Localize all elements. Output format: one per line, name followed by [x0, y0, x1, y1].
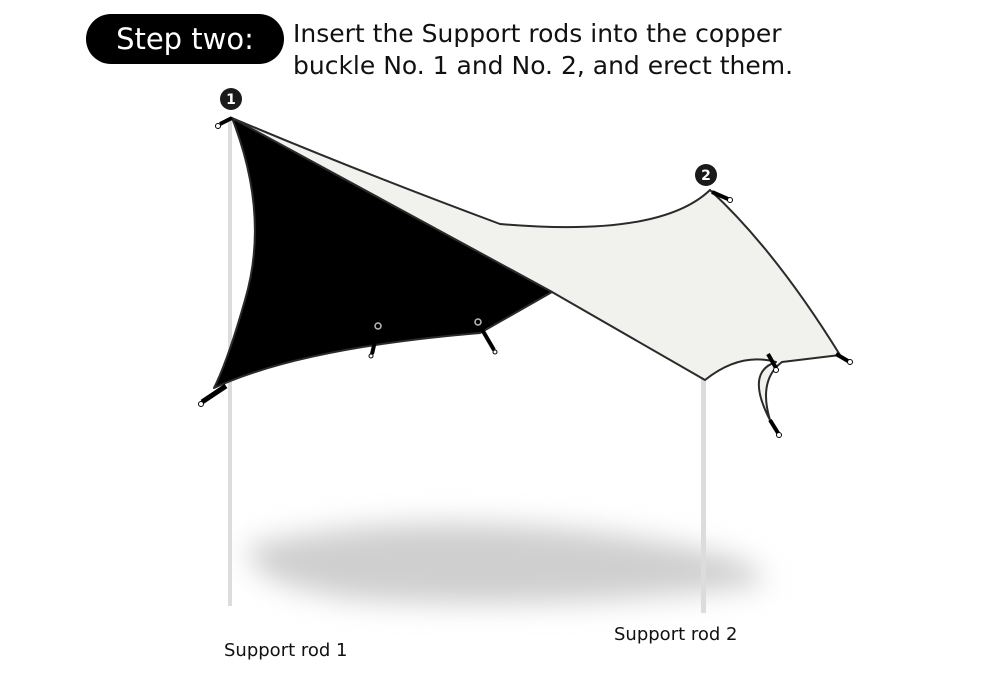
tie-down-strap-icon	[198, 383, 228, 407]
buckle-2-marker-icon: 2	[695, 164, 717, 186]
instruction-text: Insert the Support rods into the copper …	[293, 18, 913, 82]
tie-down-strap-icon	[834, 352, 853, 365]
tie-down-strap-icon	[474, 318, 498, 355]
tie-down-strap-icon	[711, 190, 733, 203]
support-rod-2	[701, 375, 706, 613]
support-rod-1-label: Support rod 1	[224, 640, 348, 661]
tarp-dark-panel	[213, 117, 553, 389]
tie-down-strap-icon	[368, 322, 382, 359]
tie-down-strap-icon	[766, 353, 779, 373]
tie-down-strap-icon	[768, 418, 782, 438]
buckle-1-number: 1	[226, 92, 236, 108]
buckle-1-marker-icon: 1	[220, 88, 242, 110]
tie-down-strap-icon	[215, 116, 233, 129]
tarp-light-panel	[231, 117, 841, 421]
step-badge: Step two:	[86, 14, 284, 64]
support-rod-2-label: Support rod 2	[614, 624, 738, 645]
ground-shadow	[249, 523, 763, 604]
instruction-line-1: Insert the Support rods into the copper	[293, 19, 782, 48]
buckle-2-number: 2	[701, 168, 711, 184]
instruction-line-2: buckle No. 1 and No. 2, and erect them.	[293, 51, 794, 80]
